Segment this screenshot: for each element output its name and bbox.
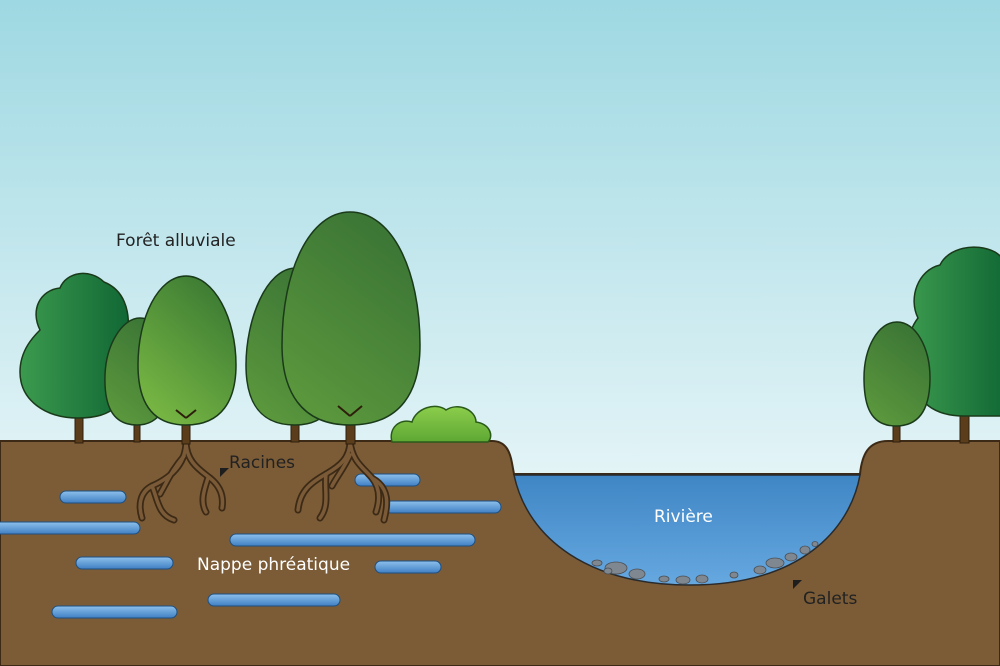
label-floodplain-forest: Forêt alluviale <box>116 231 236 251</box>
groundwater-bar <box>229 533 476 547</box>
groundwater-bar <box>374 560 442 574</box>
groundwater-bar <box>354 473 421 487</box>
tree-light-left <box>137 275 237 445</box>
groundwater-bar <box>0 521 141 535</box>
label-water-table: Nappe phréatique <box>197 555 351 575</box>
groundwater-bar <box>384 500 502 514</box>
tree-big <box>281 211 421 445</box>
roots-pointer <box>220 468 229 477</box>
label-roots: Racines <box>229 453 296 473</box>
groundwater-bar <box>75 556 174 570</box>
label-pebbles: Galets <box>803 589 858 609</box>
tree-light-right <box>863 321 931 443</box>
roots-fill <box>138 439 389 522</box>
pebbles <box>591 541 819 585</box>
groundwater-bar <box>51 605 178 619</box>
river <box>513 474 861 586</box>
groundwater-bar <box>207 593 341 607</box>
groundwater-bar <box>59 490 127 504</box>
pebbles-pointer <box>793 580 802 589</box>
label-river: Rivière <box>654 507 713 527</box>
shrub <box>390 405 492 443</box>
